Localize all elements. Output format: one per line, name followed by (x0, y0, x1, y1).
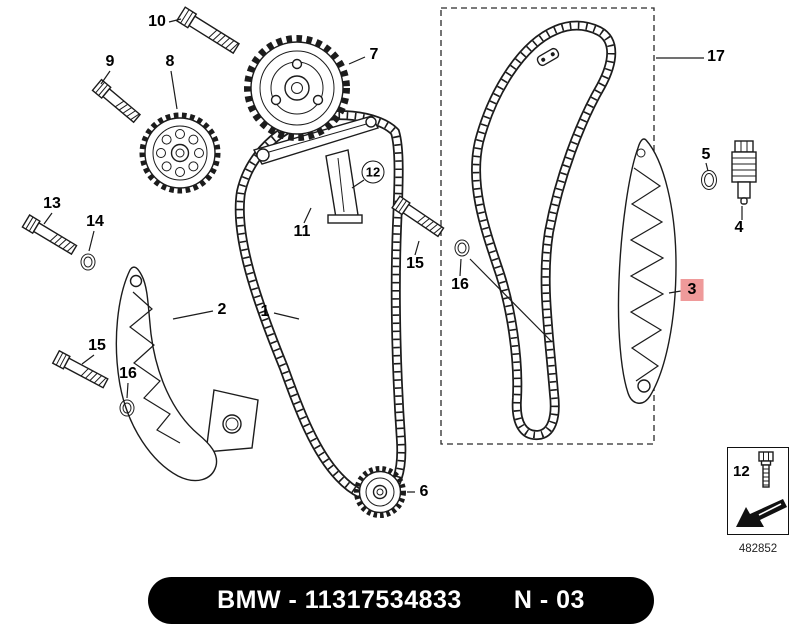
guide-rail-2-drawing (115, 266, 259, 482)
bracket-12-drawing (325, 149, 363, 224)
guide-rail-11-drawing (252, 115, 379, 165)
oring-16-mid-drawing (454, 239, 470, 257)
legend-top-cell: 12 (728, 448, 788, 494)
callout-13[interactable]: 13 (43, 195, 61, 212)
bolt-icon (757, 451, 774, 488)
diagram-code: N - 03 (513, 586, 585, 614)
fastener-legend-box: 12 (727, 447, 789, 535)
bolt-9-drawing (91, 78, 142, 124)
callout-15-low[interactable]: 15 (88, 337, 106, 354)
callout-12-circled[interactable]: 12 (361, 160, 385, 184)
circlip-5-drawing (701, 170, 717, 190)
callout-16-mid[interactable]: 16 (451, 276, 469, 293)
callout-2[interactable]: 2 (217, 301, 227, 318)
callout-5[interactable]: 5 (701, 146, 711, 163)
oring-14-drawing (80, 253, 96, 271)
chain-tensioner-4-drawing (731, 140, 757, 205)
oring-16-low-drawing (119, 399, 135, 417)
brand-and-part-number: BMW - 11317534833 (217, 586, 462, 614)
callout-4[interactable]: 4 (734, 219, 744, 236)
direction-arrow-icon (736, 499, 787, 527)
sprocket-6-drawing (354, 466, 406, 518)
timing-chain-17-drawing (471, 20, 617, 440)
callout-7[interactable]: 7 (369, 46, 379, 63)
sprocket-8-drawing (139, 112, 221, 194)
bolt-13-drawing (21, 214, 78, 256)
callout-11[interactable]: 11 (293, 223, 311, 240)
callout-8[interactable]: 8 (165, 53, 175, 70)
callout-3-highlighted[interactable]: 3 (680, 279, 704, 301)
tensioner-rail-3-drawing (617, 138, 677, 404)
bolt-15-low-drawing (51, 349, 109, 389)
bolt-15-mid-drawing (391, 195, 445, 238)
legend-bottom-cell (728, 494, 788, 534)
callout-1[interactable]: 1 (260, 303, 270, 320)
part-number-bar: BMW - 11317534833 N - 03 (148, 577, 654, 624)
callout-10[interactable]: 10 (148, 13, 166, 30)
callout-9[interactable]: 9 (105, 53, 115, 70)
diagram-number: 482852 (738, 543, 778, 555)
reference-line (469, 258, 553, 343)
leader-lines (43, 18, 743, 493)
master-link-drawing (536, 47, 560, 67)
callout-14[interactable]: 14 (86, 213, 104, 230)
callout-16-low[interactable]: 16 (119, 365, 137, 382)
callout-6[interactable]: 6 (419, 483, 429, 500)
vanos-gear-7-drawing (244, 35, 350, 141)
bolt-10-drawing (175, 6, 241, 55)
callout-17[interactable]: 17 (707, 48, 725, 65)
callout-15-mid[interactable]: 15 (406, 255, 424, 272)
callout-12-legend[interactable]: 12 (733, 462, 750, 480)
